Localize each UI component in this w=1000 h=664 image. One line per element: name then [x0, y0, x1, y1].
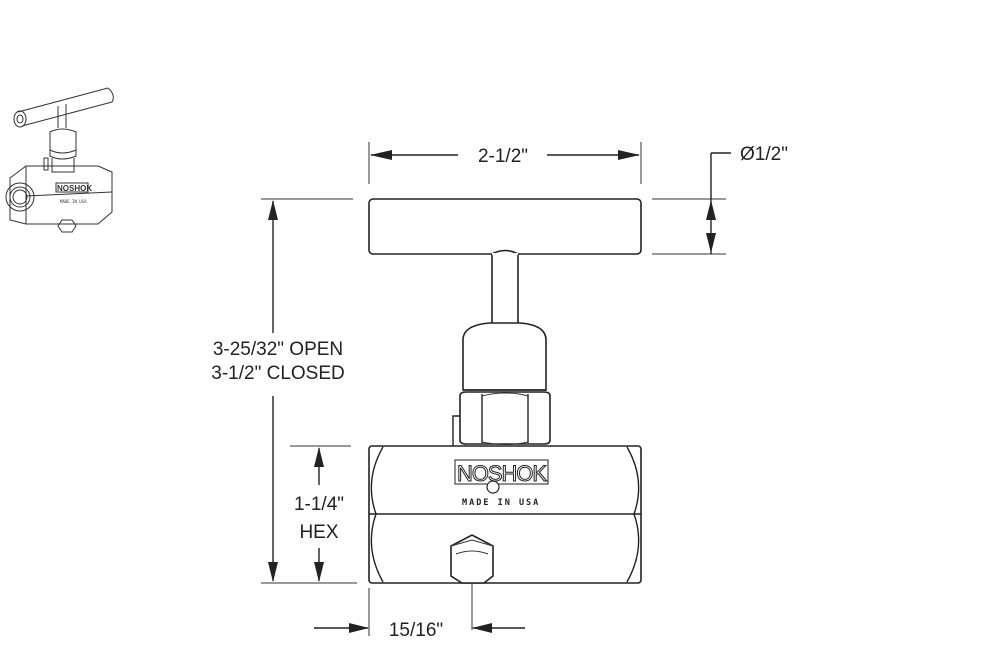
brand-logo: NOSHOK: [457, 461, 547, 486]
hex-size-label: HEX: [299, 522, 338, 543]
made-in-usa-marking: MADE IN USA: [462, 498, 540, 508]
port-plug: [450, 534, 494, 584]
hex-size-value: 1-1/4": [294, 494, 344, 515]
dimension-port-offset: 15/16": [314, 588, 525, 641]
t-handle: [368, 198, 642, 255]
handle-diameter-label: Ø1/2": [740, 144, 788, 165]
isometric-thumbnail: NOSHOK MADE IN USA: [5, 87, 114, 233]
height-closed-label: 3-1/2" CLOSED: [211, 363, 344, 384]
port-offset-label: 15/16": [389, 620, 443, 641]
handle-width-label: 2-1/2": [478, 146, 528, 167]
height-open-label: 3-25/32" OPEN: [213, 339, 343, 360]
hex-nut: [459, 391, 551, 445]
valve-front-view: NOSHOK MADE IN USA: [368, 198, 642, 630]
brand-logo-frame: [454, 459, 549, 485]
stem: [491, 249, 519, 326]
dimension-hex: 1-1/4" HEX: [290, 445, 351, 582]
thumbnail-marking: MADE IN USA: [60, 199, 87, 204]
dimension-overall-height: 3-25/32" OPEN 3-1/2" CLOSED: [211, 198, 357, 584]
dimension-handle-diameter: Ø1/2": [652, 144, 788, 255]
thumbnail-logo: NOSHOK: [57, 184, 92, 193]
logo-o-mark: [486, 480, 500, 494]
bonnet: [462, 322, 547, 391]
dimension-handle-width: 2-1/2": [368, 142, 642, 184]
